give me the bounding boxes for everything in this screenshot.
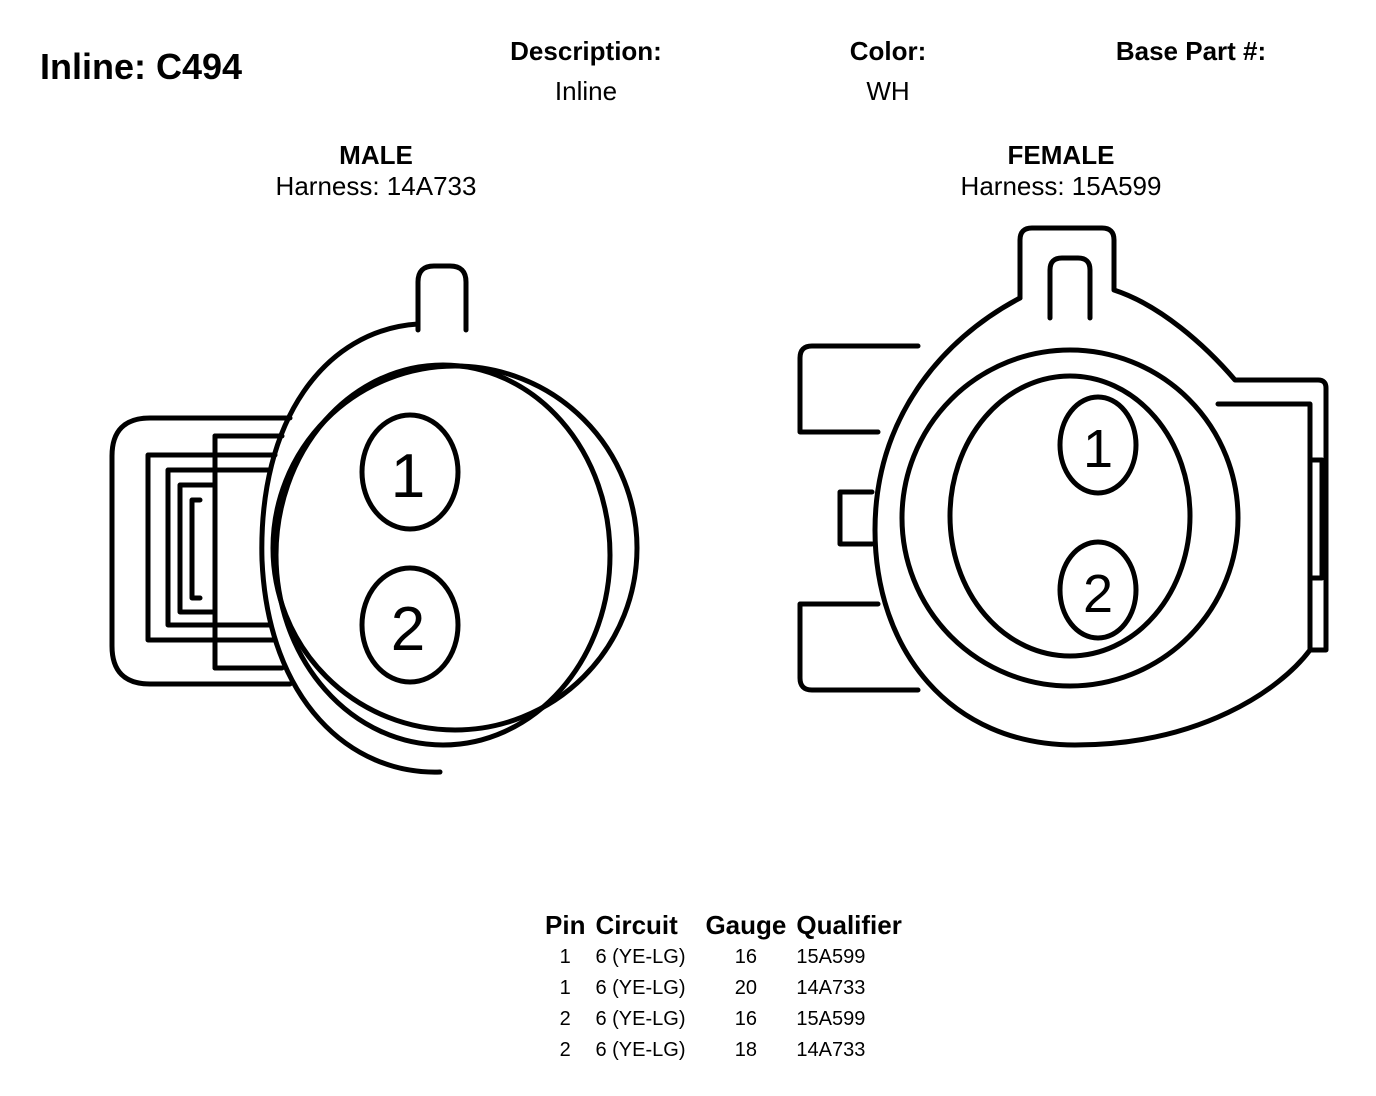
- header-gauge: Gauge: [705, 909, 787, 940]
- table-row: 1 6 (YE-LG) 20 14A733: [540, 973, 907, 1004]
- connector-title: Inline: C494: [40, 46, 243, 87]
- male-pin-1: 1: [359, 412, 461, 532]
- header-qualifier: Qualifier: [796, 909, 902, 940]
- cell-pin: 1: [559, 977, 571, 999]
- table-row: 2 6 (YE-LG) 18 14A733: [540, 1035, 907, 1066]
- description-value: Inline: [554, 76, 618, 106]
- cell-pin: 2: [559, 1039, 571, 1061]
- base-part-label: Base Part #:: [1115, 36, 1267, 66]
- female-label: FEMALE: [1007, 140, 1115, 170]
- header-pin: Pin: [545, 909, 586, 940]
- description-label: Description:: [510, 36, 662, 66]
- color-label: Color:: [849, 36, 927, 66]
- cell-gauge: 20: [734, 977, 758, 999]
- male-label: MALE: [339, 140, 413, 170]
- cell-circuit: 6 (YE-LG): [595, 1008, 686, 1030]
- cell-circuit: 6 (YE-LG): [595, 977, 686, 999]
- male-pin-2-label: 2: [391, 595, 425, 664]
- cell-circuit: 6 (YE-LG): [595, 946, 686, 968]
- female-pin-2: 2: [1057, 539, 1139, 641]
- male-connector: [109, 263, 640, 775]
- pin-table: Pin Circuit Gauge Qualifier 1 6 (YE-LG) …: [540, 908, 907, 1066]
- female-pin-1: 1: [1057, 394, 1139, 496]
- female-pin-2-label: 2: [1083, 564, 1113, 624]
- female-harness: Harness: 15A599: [960, 171, 1162, 201]
- cell-qualifier: 15A599: [796, 1008, 866, 1030]
- pin-table-header: Pin Circuit Gauge Qualifier: [540, 908, 907, 942]
- male-pin-2: 2: [359, 565, 461, 685]
- cell-gauge: 16: [734, 1008, 758, 1030]
- female-pin-1-label: 1: [1083, 419, 1113, 479]
- header-circuit: Circuit: [595, 909, 678, 940]
- table-row: 1 6 (YE-LG) 16 15A599: [540, 942, 907, 973]
- cell-qualifier: 14A733: [796, 977, 866, 999]
- cell-qualifier: 15A599: [796, 946, 866, 968]
- cell-pin: 2: [559, 1008, 571, 1030]
- female-connector: [797, 225, 1329, 748]
- cell-qualifier: 14A733: [796, 1039, 866, 1061]
- male-pin-1-label: 1: [391, 442, 425, 511]
- cell-gauge: 18: [734, 1039, 758, 1061]
- male-harness: Harness: 14A733: [275, 171, 477, 201]
- cell-circuit: 6 (YE-LG): [595, 1039, 686, 1061]
- table-row: 2 6 (YE-LG) 16 15A599: [540, 1004, 907, 1035]
- cell-gauge: 16: [734, 946, 758, 968]
- color-value: WH: [866, 76, 910, 106]
- cell-pin: 1: [559, 946, 571, 968]
